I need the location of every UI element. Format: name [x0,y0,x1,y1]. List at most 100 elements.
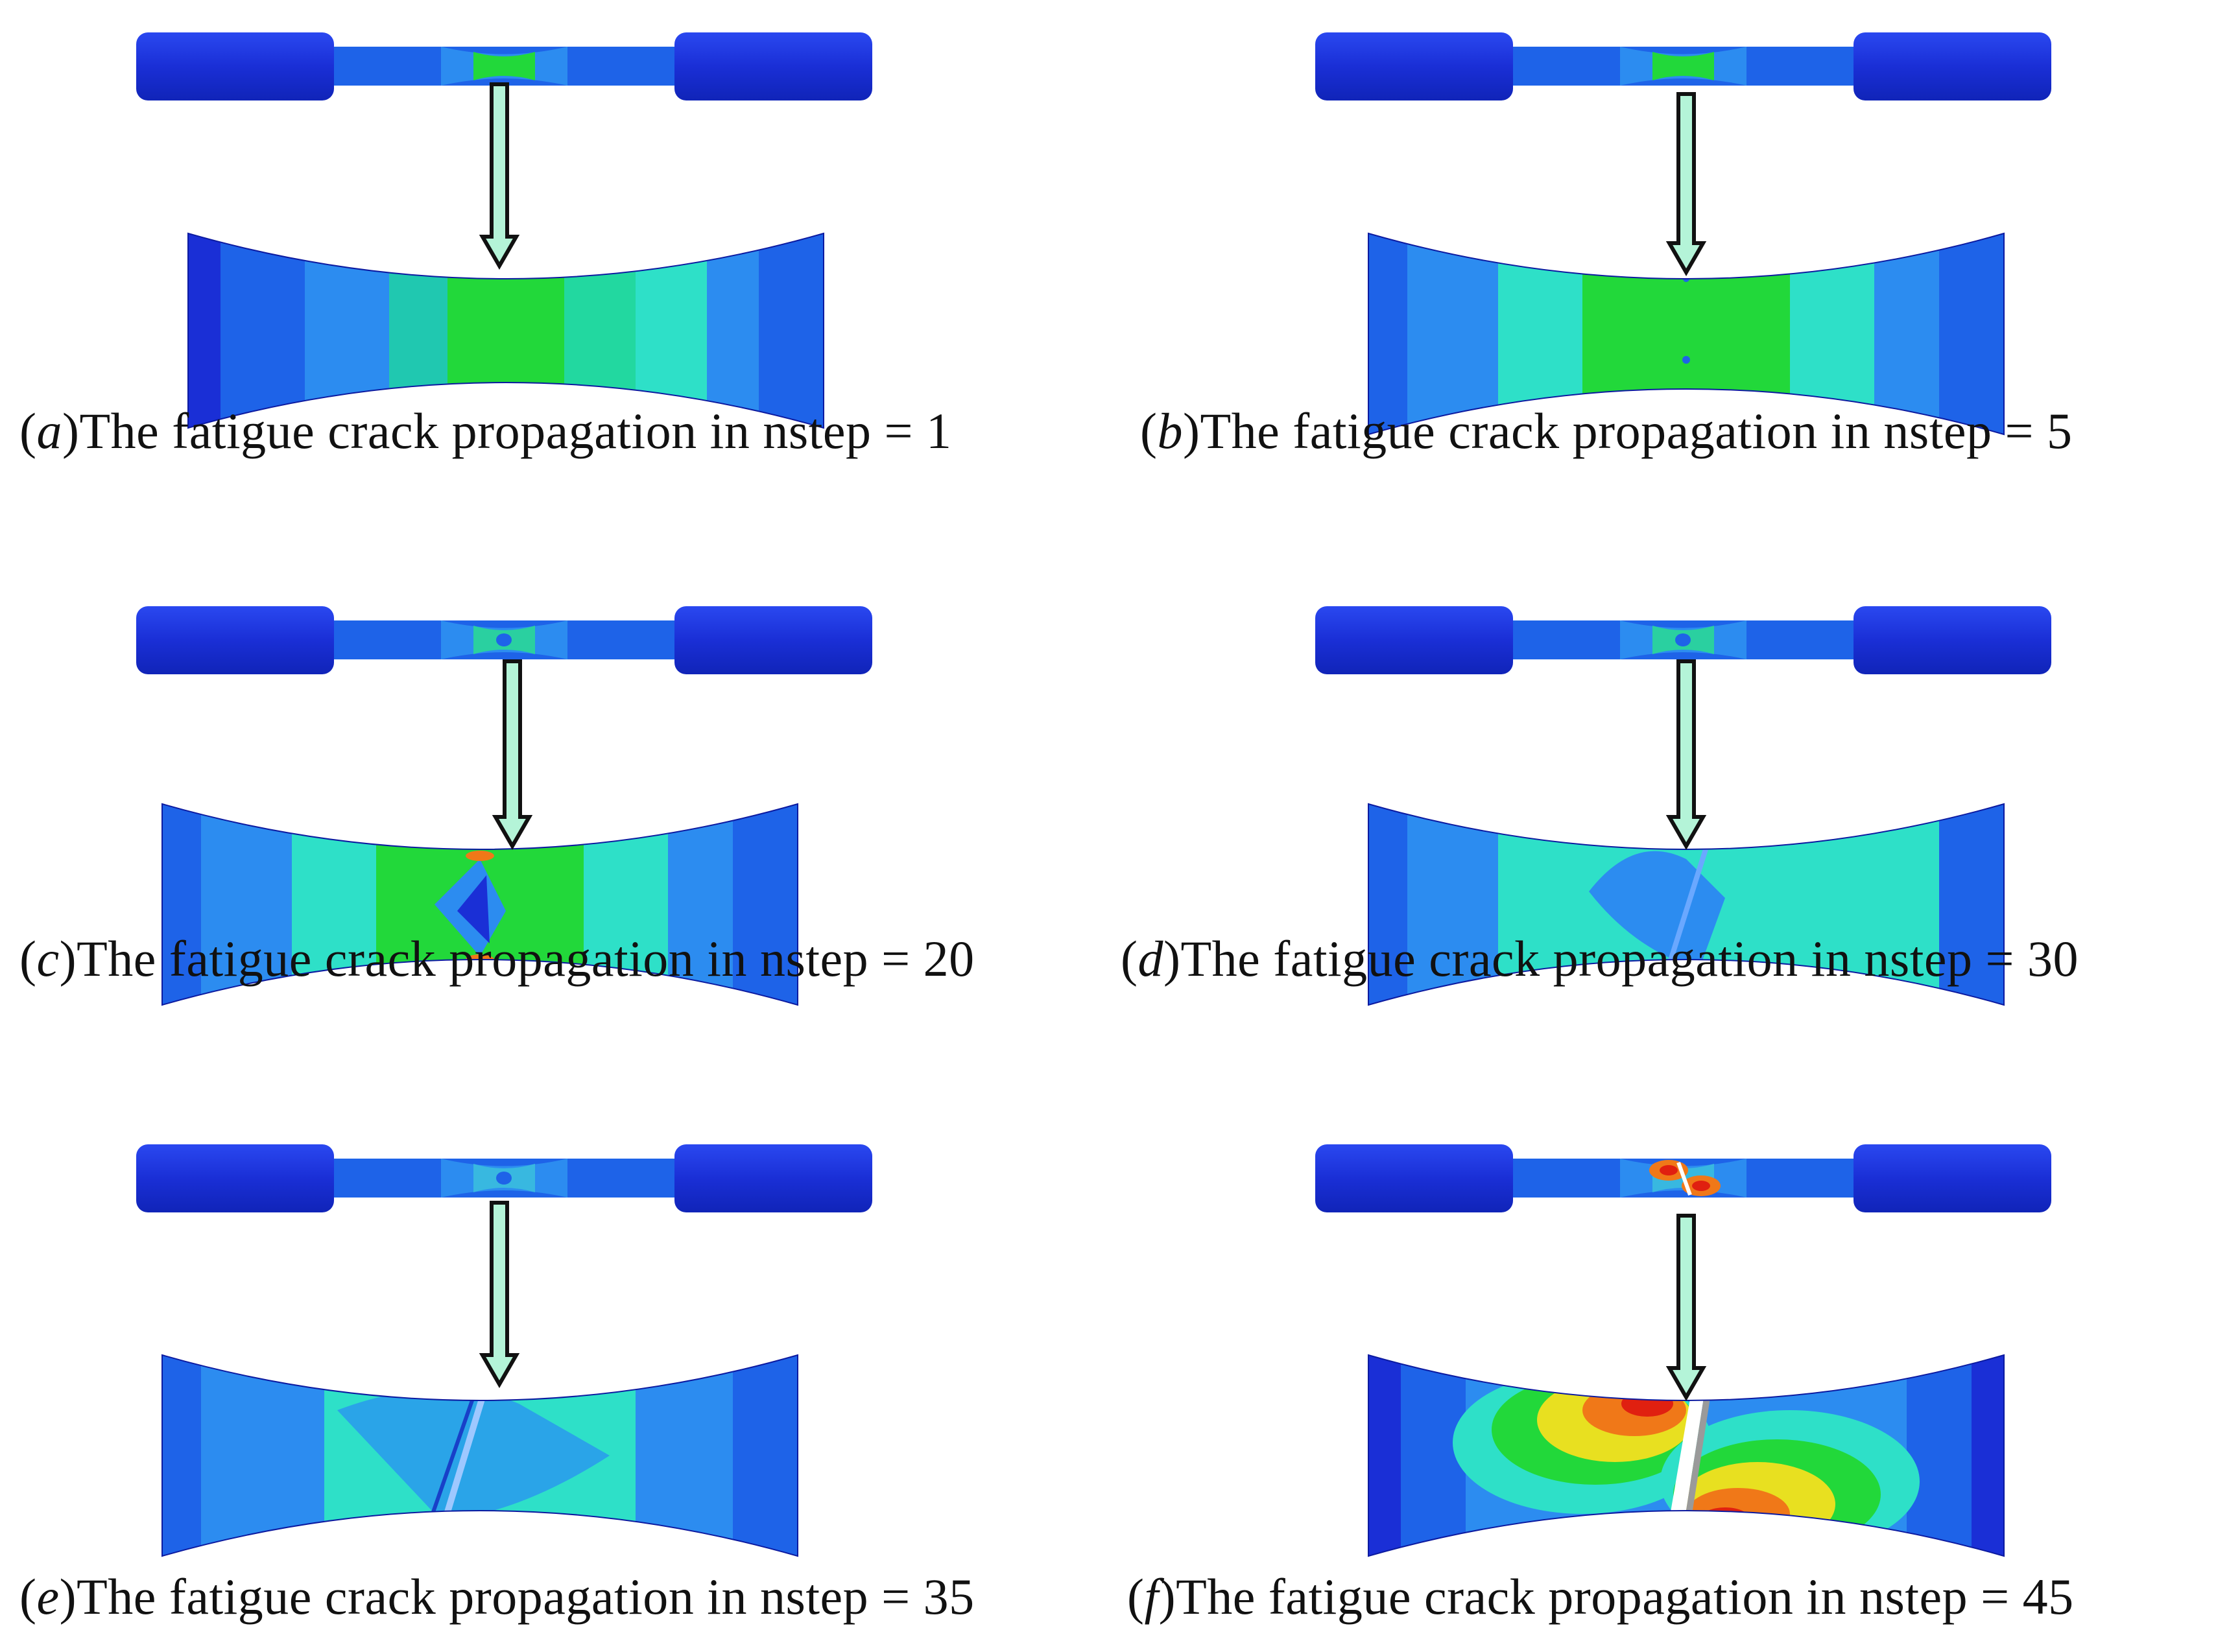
crack-tip-top-c [466,851,494,861]
contour-band-d-1 [1407,804,1498,1005]
crack-line-shadow-e [426,1387,479,1528]
contour-band-b-0 [1368,233,1407,434]
contour-band-a-1 [221,233,305,428]
specimen-zoom-e [162,1355,798,1556]
down-arrow-icon [1665,1214,1707,1401]
down-arrow-shape-e [479,1201,520,1388]
caption-a-text: The fatigue crack propagation in nstep [79,403,872,459]
contour-band-b-1 [1407,233,1498,434]
grip-left-b [1315,32,1513,100]
panel-f: (f)The fatigue crack propagation in nste… [1114,1101,2228,1651]
caption-c-text: The fatigue crack propagation in nstep [77,930,869,987]
panel-d: (d)The fatigue crack propagation in nste… [1114,550,2228,1101]
neck-core-a [473,52,535,80]
contour-band-f-0 [1368,1355,1401,1556]
zoom-outline-a [187,232,824,429]
contour-band-f-3 [1907,1355,1972,1556]
caption-b-letter: b [1157,403,1183,459]
contour-band-f-4 [1972,1355,2004,1556]
down-arrow-icon [1665,659,1707,850]
crack-line-d [1664,848,1708,974]
zoom-outline-c [161,803,798,1006]
panel-b: (b)The fatigue crack propagation in nste… [1114,0,2228,550]
panel-a-svg [136,32,872,429]
caption-f-text: The fatigue crack propagation in nstep [1176,1568,1968,1625]
caption-b-step: 5 [2047,403,2073,459]
grip-left-f [1315,1144,1513,1212]
caption-e: (e)The fatigue crack propagation in nste… [19,1568,975,1625]
contour-band-d-0 [1368,804,1407,1005]
panel-c: (c)The fatigue crack propagation in nste… [0,550,1114,1101]
hotspot-bottom-core-f [1692,1181,1710,1191]
contour-band-a-8 [759,233,824,428]
contour-band-c-6 [733,804,798,1005]
panel-f-svg [1315,1144,2051,1557]
down-arrow-shape-b [1665,92,1707,276]
neck-core-b [1652,52,1714,80]
down-arrow-icon [479,82,520,270]
caption-f-step: 45 [2022,1568,2074,1625]
caption-c: (c)The fatigue crack propagation in nste… [19,930,975,987]
crack-top-d [1675,633,1691,646]
down-arrow-icon [479,1201,520,1388]
panel-d-svg [1315,606,2051,1006]
caption-d-letter: d [1138,930,1163,987]
down-arrow-icon [1665,92,1707,276]
specimen-full-d [1315,606,2051,674]
caption-c-step: 20 [923,930,975,987]
grip-right-e [674,1144,872,1212]
crack-core-c [457,875,490,943]
down-arrow-shape-c [492,659,533,850]
panel-e: (e)The fatigue crack propagation in nste… [0,1101,1114,1651]
caption-f-letter: f [1144,1568,1159,1625]
grip-left-e [136,1144,334,1212]
caption-d-text: The fatigue crack propagation in nstep [1180,930,1973,987]
grip-right-a [674,32,872,100]
contour-band-d-3 [1939,804,2004,1005]
grip-right-f [1854,1144,2051,1212]
down-arrow-shape-d [1665,659,1707,850]
caption-d: (d)The fatigue crack propagation in nste… [1121,930,2079,987]
zoom-outline-d [1368,803,2005,1006]
contour-band-e-3 [733,1355,798,1556]
stress-zone-left-max-f [1621,1391,1673,1417]
down-arrow-icon [492,659,533,850]
crack-line-e [438,1383,490,1535]
zoom-outline-b [1368,232,2005,436]
caption-a: (a)The fatigue crack propagation in nste… [19,403,952,459]
caption-a-step: 1 [926,403,952,459]
contour-band-f-1 [1401,1355,1466,1556]
contour-band-b-5 [1874,233,1939,434]
down-arrow-shape-f [1665,1214,1707,1401]
crack-tip-top-e [470,1376,516,1386]
grip-right-b [1854,32,2051,100]
contour-band-c-1 [201,804,292,1005]
specimen-full-a [136,32,872,100]
crack-top-f [1676,1161,1692,1196]
grip-left-c [136,606,334,674]
caption-e-step: 35 [923,1568,975,1625]
grip-left-a [136,32,334,100]
contour-band-c-5 [668,804,733,1005]
contour-band-a-0 [188,233,221,428]
zoom-outline-e [161,1354,798,1557]
specimen-full-b [1315,32,2051,100]
specimen-full-c [136,606,872,674]
caption-c-letter: c [36,930,60,987]
zoom-outline-f [1368,1354,2005,1557]
caption-d-step: 30 [2027,930,2079,987]
contour-band-e-0 [162,1355,201,1556]
panel-e-svg [136,1144,872,1557]
contour-band-c-0 [162,804,201,1005]
crack-top-e [496,1172,512,1185]
crack-initiation-b [1682,356,1690,364]
panel-a: (a)The fatigue crack propagation in nste… [0,0,1114,550]
grip-right-c [674,606,872,674]
specimen-full-f [1315,1144,2051,1212]
caption-b-text: The fatigue crack propagation in nstep [1200,403,1992,459]
caption-e-text: The fatigue crack propagation in nstep [77,1568,869,1625]
caption-b: (b)The fatigue crack propagation in nste… [1140,403,2073,459]
caption-f: (f)The fatigue crack propagation in nste… [1127,1568,2074,1625]
specimen-full-e [136,1144,872,1212]
contour-band-a-7 [707,233,759,428]
